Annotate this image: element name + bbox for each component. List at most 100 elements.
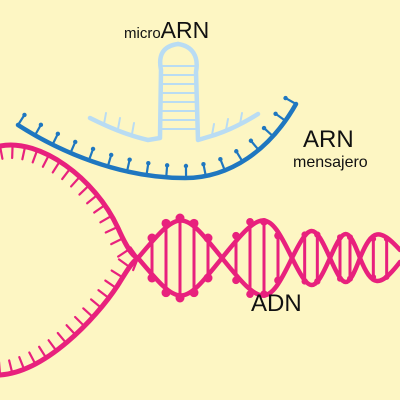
dna-base (117, 248, 131, 258)
dna-base (104, 225, 119, 234)
microrna-label-main: ARN (160, 17, 210, 43)
mrna-base-end (108, 152, 114, 158)
mirna-base (239, 112, 243, 125)
dna-base (51, 160, 61, 174)
dna-helix-strand-b (135, 218, 400, 298)
dna-base-pair-end (175, 213, 185, 223)
mirna-base (117, 117, 121, 130)
mrna-base-end (273, 111, 278, 116)
dna-base-pair-end (347, 275, 353, 282)
dna-molecule (0, 142, 400, 378)
mirna-hairpin (87, 41, 261, 143)
dna-label: ADN (251, 290, 302, 317)
dna-base (104, 279, 118, 290)
dna-base (99, 214, 113, 224)
dna-base (110, 269, 124, 279)
mirna-bases (103, 112, 243, 136)
dna-lower-strand (0, 255, 141, 378)
dna-base-pair-end (260, 290, 268, 298)
dna-base-pair-end (232, 276, 240, 285)
mirna-base (103, 112, 107, 125)
dna-base (97, 289, 110, 300)
dna-base (31, 149, 39, 164)
mrna-base-end (90, 146, 96, 152)
mrna-base-end (248, 138, 254, 143)
dna-base (61, 167, 72, 181)
mrna-base-end (234, 149, 239, 154)
mrna-bases (16, 95, 298, 180)
dna-base (8, 359, 14, 375)
dna-base-pair-end (337, 275, 343, 282)
dna-base (65, 324, 77, 336)
dna-base (82, 307, 94, 319)
mrna-base-end (261, 125, 267, 131)
dna-base (69, 175, 81, 188)
dna-base-pair-end (274, 276, 282, 285)
dna-base-pair-end (203, 273, 213, 283)
dna-base (37, 345, 48, 359)
dna-base (78, 184, 90, 196)
dna-base (132, 256, 140, 272)
mrna-base-end (127, 157, 132, 162)
mrna-base-end (164, 163, 170, 168)
mirna-left-arm (87, 41, 181, 143)
dna-base-pair-end (383, 236, 390, 242)
dna-base-pair-end (175, 293, 185, 303)
dna-base-pair-end (314, 278, 321, 285)
dna-bases (0, 143, 140, 377)
mrna-base-end (201, 161, 206, 167)
mirna-base (211, 123, 215, 136)
dna-base-pair-end (370, 236, 377, 242)
dna-base (18, 356, 26, 371)
microrna-label-prefix: micro (124, 25, 161, 42)
dna-base-pair-end (246, 218, 254, 226)
mirna-base (131, 122, 135, 135)
mrna-base-end (183, 163, 189, 169)
dna-base (129, 246, 140, 260)
dna-base (110, 237, 124, 246)
mrna-base-end (146, 160, 151, 166)
dna-base-pair-end (161, 288, 171, 298)
dna-base (47, 339, 58, 352)
dna-base-pair-end (260, 218, 268, 226)
dna-base-pair-end (147, 233, 157, 243)
dna-base-pair-end (301, 231, 308, 238)
dna-base (74, 315, 86, 328)
mrna-base-end (73, 139, 78, 145)
dna-base-pair-end (189, 218, 199, 228)
dna-base (56, 331, 68, 345)
mrna-base-end (283, 95, 288, 101)
mrna-backbone (15, 101, 299, 181)
mrna-strand (15, 95, 299, 181)
dna-base-pair-end (347, 234, 353, 241)
dna-base (89, 298, 103, 309)
dna-base-pair-end (147, 273, 157, 283)
dna-base-pair-end (203, 233, 213, 243)
dna-upper-strand (0, 142, 141, 261)
mrna-base-end (218, 157, 223, 162)
mirna-base-pairs (161, 65, 197, 130)
mirna-right-arm (175, 41, 261, 143)
dna-base (86, 193, 99, 205)
dna-base-pair-end (383, 274, 390, 280)
mrna-base-end (38, 122, 44, 128)
mrna-base-end (22, 112, 27, 118)
dna-base-pair-end (161, 218, 171, 228)
dna-base-pair-end (189, 288, 199, 298)
mrna-base-end (55, 131, 61, 137)
dna-base-pair-end (274, 231, 282, 240)
dna-base (0, 144, 4, 160)
dna-base (41, 154, 50, 168)
dna-base (28, 351, 37, 366)
dna-base-pairs (147, 213, 390, 303)
dna-base-pair-end (246, 290, 254, 298)
mirna-base (225, 118, 229, 131)
mrna-label-subtitle: mensajero (293, 154, 368, 171)
dna-base-pair-end (370, 274, 377, 280)
microrna-label: microARN (124, 19, 209, 42)
dna-base (93, 204, 106, 214)
mrna-label: ARN (303, 126, 354, 153)
dna-base (21, 145, 27, 161)
